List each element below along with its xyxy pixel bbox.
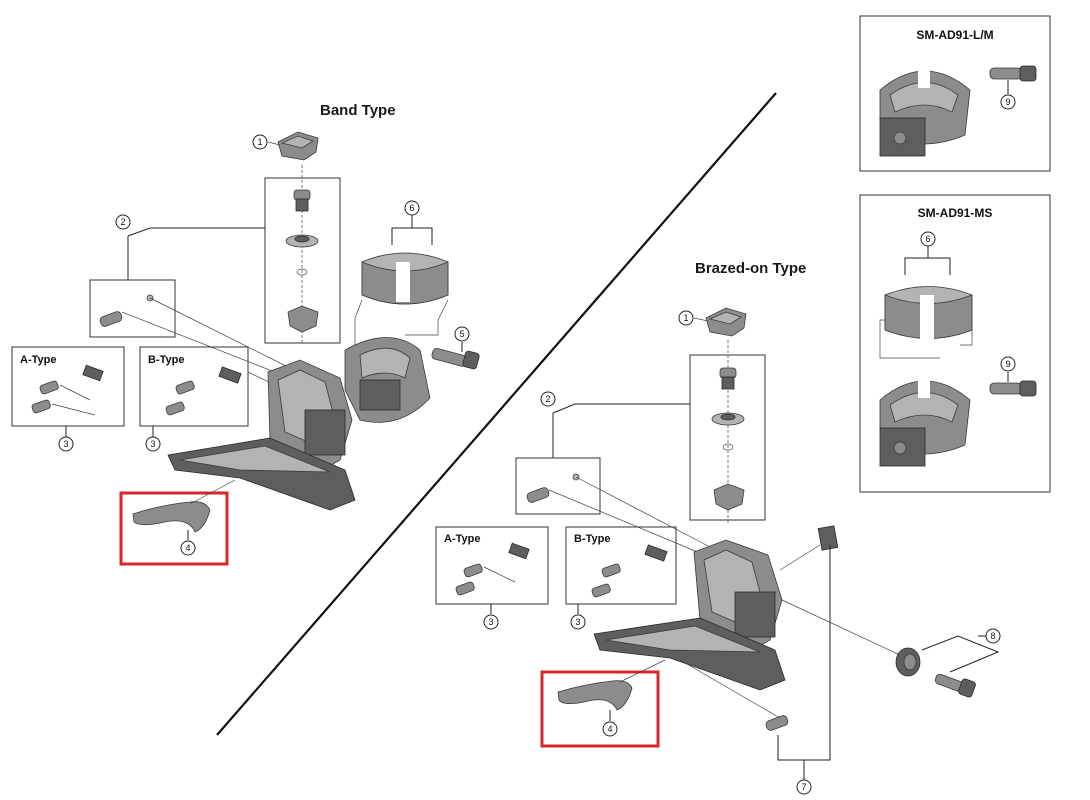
band-clamp-part bbox=[344, 337, 431, 423]
band-part2-frame bbox=[89, 279, 176, 338]
callout-4-brazed: 4 bbox=[602, 721, 618, 737]
band-type-title: Band Type bbox=[320, 102, 396, 119]
callout-1-band: 1 bbox=[252, 134, 268, 150]
brazed-b-type-label: B-Type bbox=[574, 533, 610, 545]
brazed-part2-parts bbox=[526, 473, 580, 503]
brazed-cap-part bbox=[705, 307, 747, 337]
band-b-type-label: B-Type bbox=[148, 354, 184, 366]
callout-6-ms: 6 bbox=[920, 231, 936, 247]
brazed-part4-cover bbox=[557, 680, 633, 711]
callout-3-brazed-a: 3 bbox=[483, 614, 499, 630]
band-bolt-5-part bbox=[431, 348, 480, 370]
band-cap-part bbox=[277, 131, 319, 161]
panel-sm-ad91-ms bbox=[859, 194, 1051, 493]
ms-clamp-ring-part bbox=[884, 286, 973, 339]
svg-text:4: 4 bbox=[607, 724, 612, 734]
ms-bolt-9-part bbox=[989, 380, 1037, 397]
brazed-b-type-parts bbox=[591, 544, 668, 598]
callout-6-band: 6 bbox=[404, 200, 420, 216]
svg-text:3: 3 bbox=[575, 617, 580, 627]
band-a-type-box bbox=[11, 346, 125, 427]
callout-9-ms: 9 bbox=[1000, 356, 1016, 372]
section-divider-line bbox=[216, 92, 777, 736]
callout-3-band-a: 3 bbox=[58, 436, 74, 452]
brazed-a-type-parts bbox=[455, 542, 530, 596]
callout-4-band: 4 bbox=[180, 540, 196, 556]
svg-text:2: 2 bbox=[120, 217, 125, 227]
brazed-part8-parts bbox=[895, 647, 976, 698]
callout-2-band: 2 bbox=[115, 214, 131, 230]
brazed-on-type-title: Brazed-on Type bbox=[695, 260, 806, 277]
band-part4-highlight-box bbox=[119, 491, 229, 566]
svg-text:1: 1 bbox=[257, 137, 262, 147]
svg-text:4: 4 bbox=[185, 543, 190, 553]
callout-9-lm: 9 bbox=[1000, 94, 1016, 110]
callout-7-brazed: 7 bbox=[796, 779, 812, 795]
brazed-bolt-stack-parts bbox=[711, 367, 745, 511]
svg-text:3: 3 bbox=[488, 617, 493, 627]
brazed-plate-part bbox=[817, 525, 839, 551]
svg-text:3: 3 bbox=[150, 439, 155, 449]
svg-text:9: 9 bbox=[1005, 359, 1010, 369]
band-bolt-stack-parts bbox=[285, 189, 319, 333]
lm-clamp-part bbox=[879, 58, 971, 157]
band-clamp-ring-part bbox=[361, 252, 449, 305]
svg-text:3: 3 bbox=[63, 439, 68, 449]
callout-5-band: 5 bbox=[454, 326, 470, 342]
panel-sm-ad91-lm bbox=[859, 15, 1051, 172]
band-b-type-box bbox=[139, 346, 249, 427]
band-b-type-parts bbox=[165, 366, 242, 416]
band-derailleur-body bbox=[167, 359, 356, 511]
brazed-part4-highlight-box bbox=[540, 670, 660, 748]
band-bolt-stack-frame bbox=[264, 177, 341, 344]
callout-3-brazed-b: 3 bbox=[570, 614, 586, 630]
svg-text:7: 7 bbox=[801, 782, 806, 792]
brazed-a-type-box bbox=[435, 526, 549, 605]
svg-text:6: 6 bbox=[925, 234, 930, 244]
brazed-bolt-stack-frame bbox=[689, 354, 766, 521]
svg-text:6: 6 bbox=[409, 203, 414, 213]
panel-sm-ad91-lm-title: SM-AD91-L/M bbox=[916, 28, 993, 42]
brazed-b-type-box bbox=[565, 526, 677, 605]
callout-2-brazed: 2 bbox=[540, 391, 556, 407]
callout-3-band-b: 3 bbox=[145, 436, 161, 452]
brazed-a-type-label: A-Type bbox=[444, 533, 480, 545]
panel-sm-ad91-ms-title: SM-AD91-MS bbox=[918, 206, 993, 220]
brazed-part7-part bbox=[765, 715, 789, 731]
lm-bolt-9-part bbox=[989, 65, 1037, 82]
svg-text:1: 1 bbox=[683, 313, 688, 323]
ms-clamp-part bbox=[879, 368, 971, 467]
band-part4-cover bbox=[132, 501, 211, 533]
svg-text:9: 9 bbox=[1005, 97, 1010, 107]
svg-text:2: 2 bbox=[545, 394, 550, 404]
band-a-type-label: A-Type bbox=[20, 354, 56, 366]
svg-text:5: 5 bbox=[459, 329, 464, 339]
band-part2-parts bbox=[99, 294, 154, 327]
brazed-part2-frame bbox=[515, 457, 601, 515]
brazed-derailleur-body bbox=[593, 539, 786, 691]
callout-1-brazed: 1 bbox=[678, 310, 694, 326]
callout-8-brazed: 8 bbox=[985, 628, 1001, 644]
band-a-type-parts bbox=[31, 364, 104, 414]
svg-text:8: 8 bbox=[990, 631, 995, 641]
